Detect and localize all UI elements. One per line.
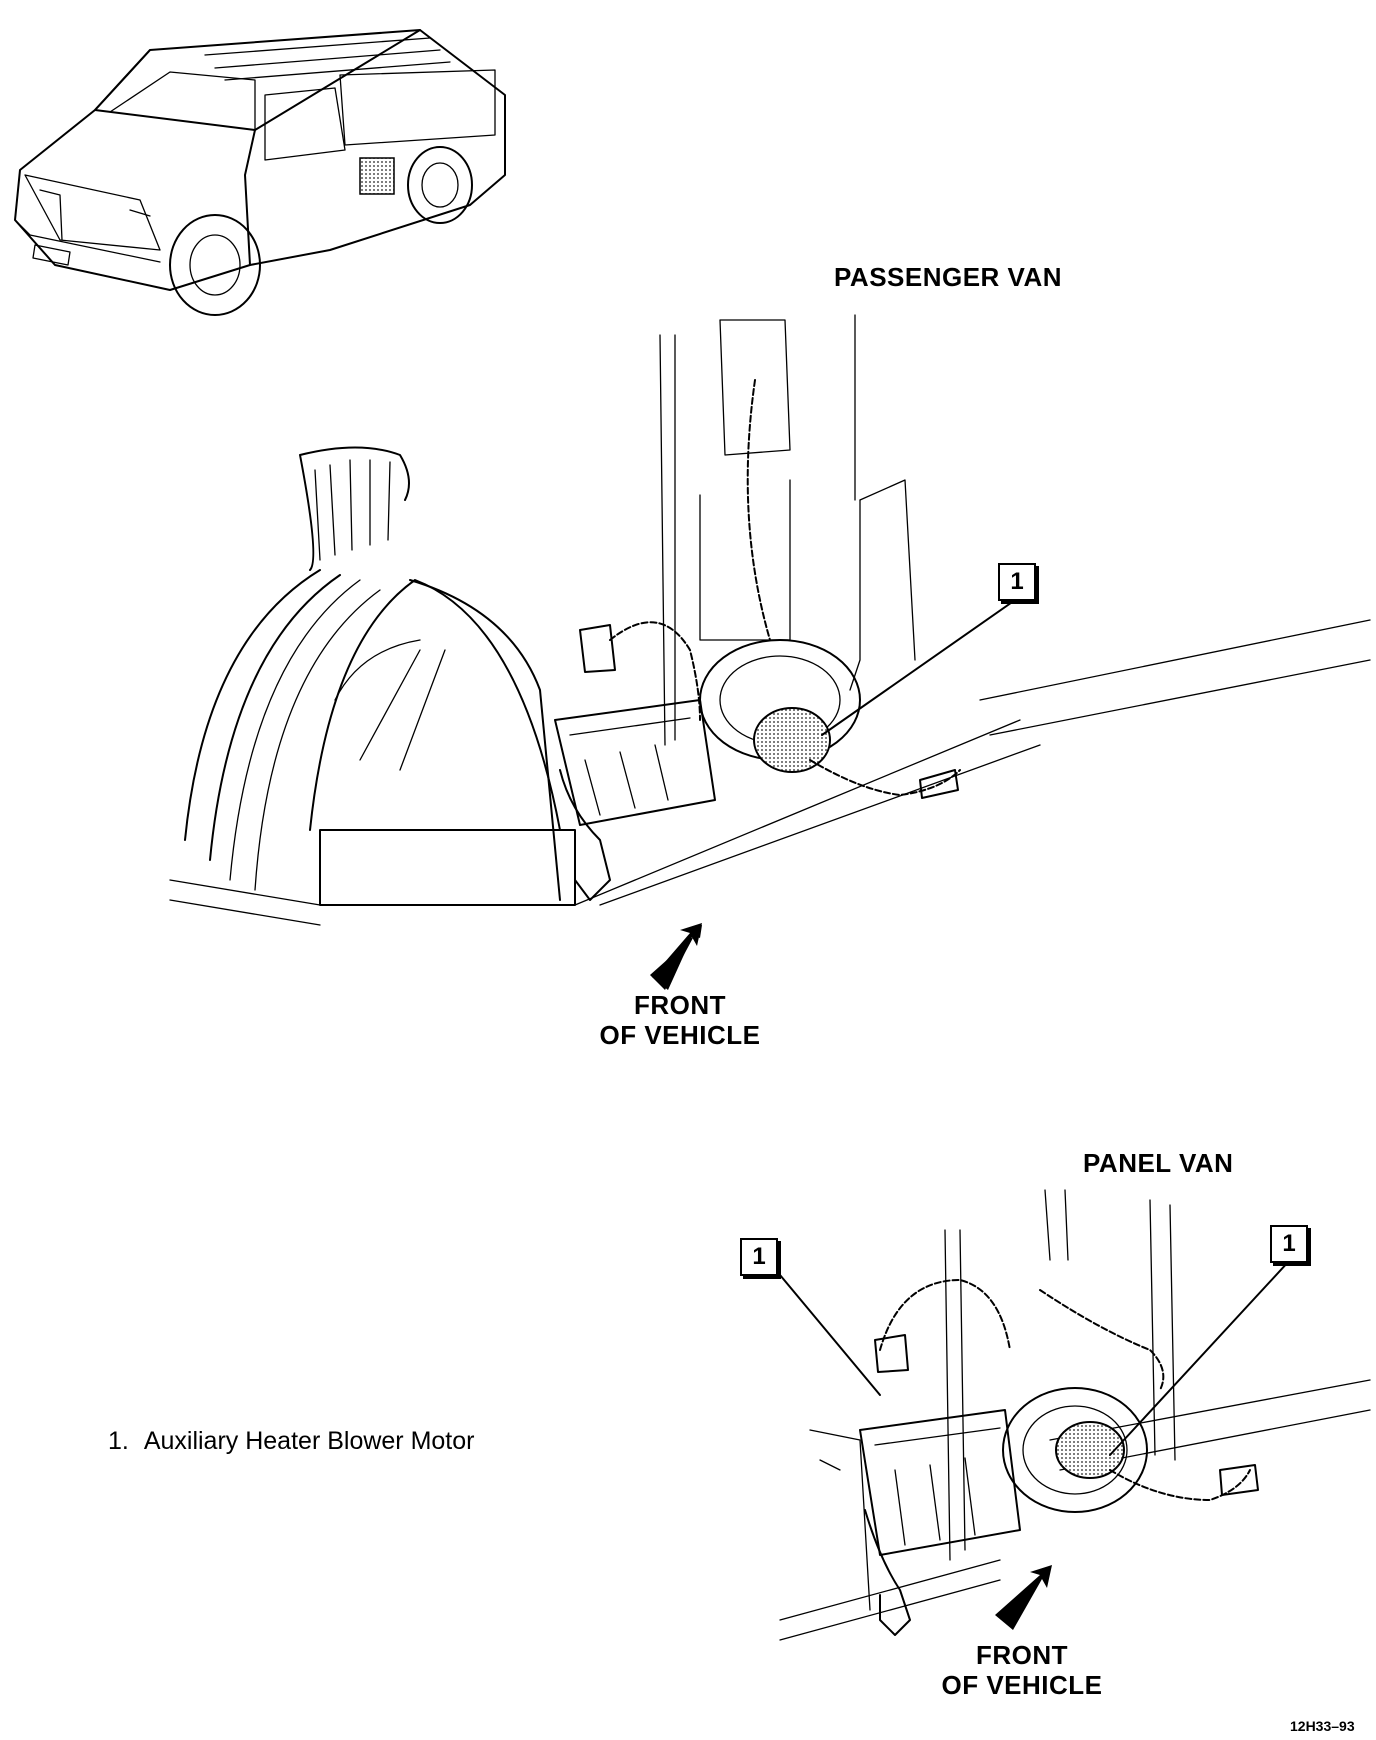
front-of-vehicle-label-passenger: FRONT OF VEHICLE [570, 990, 790, 1050]
callout-1-panel-left: 1 [740, 1238, 778, 1276]
front-label-line2: OF VEHICLE [941, 1670, 1103, 1700]
legend-number: 1. [108, 1427, 129, 1455]
location-highlight [359, 157, 395, 195]
panel-van-drawing [779, 1189, 1371, 1641]
panel-van-title: PANEL VAN [1083, 1148, 1234, 1178]
front-label-line2: OF VEHICLE [599, 1020, 761, 1050]
passenger-van-title: PASSENGER VAN [834, 262, 1063, 292]
legend-item: 1. Auxiliary Heater Blower Motor [108, 1427, 474, 1456]
front-label-line1: FRONT [633, 990, 727, 1020]
front-of-vehicle-label-panel: FRONT OF VEHICLE [912, 1640, 1132, 1700]
figure-id: 12H33–93 [1290, 1718, 1355, 1734]
legend-text: Auxiliary Heater Blower Motor [143, 1427, 475, 1455]
van-illustration [14, 29, 506, 316]
front-label-line1: FRONT [975, 1640, 1069, 1670]
blower-motor-drawing [753, 707, 831, 773]
callout-1-passenger: 1 [998, 563, 1036, 601]
callout-1-panel-right: 1 [1270, 1225, 1308, 1263]
passenger-van-drawing [169, 314, 1371, 990]
